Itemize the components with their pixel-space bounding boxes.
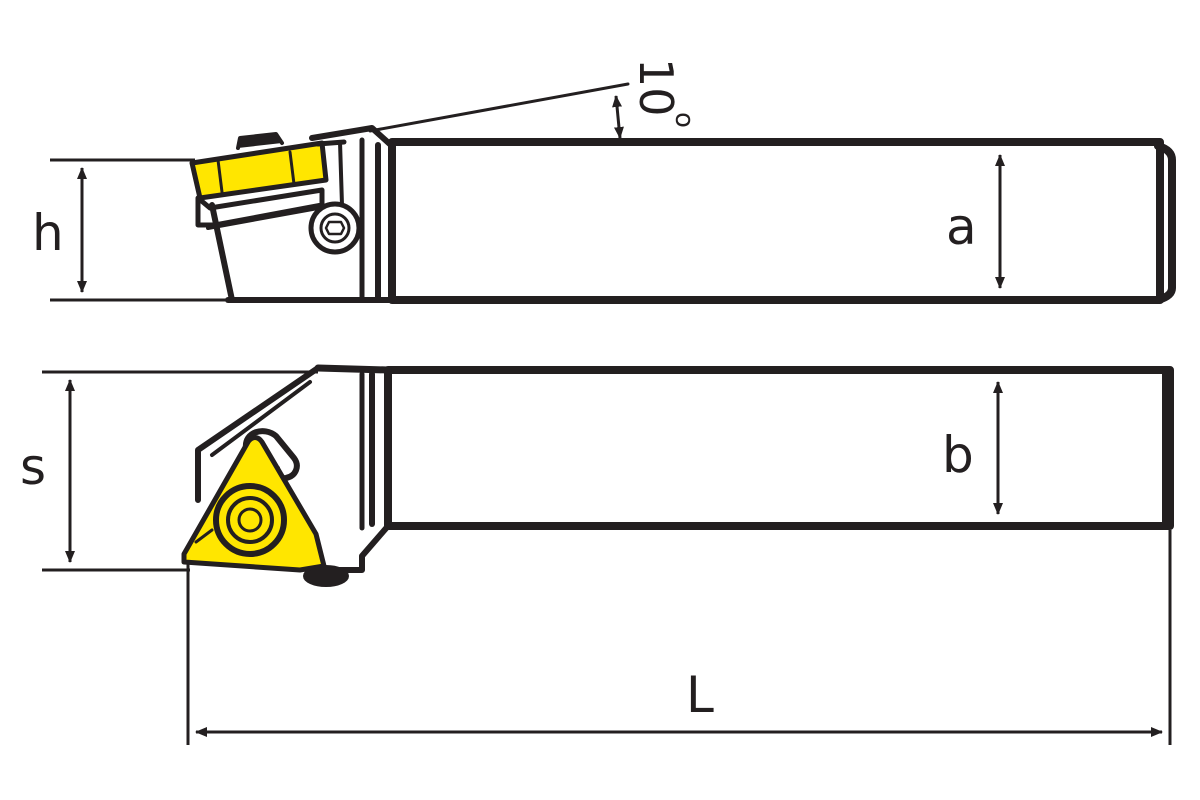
label-b: b bbox=[942, 426, 974, 484]
side-shank bbox=[375, 138, 1176, 304]
dimensions bbox=[42, 95, 1172, 745]
label-a: a bbox=[946, 198, 977, 256]
angle-reference-line bbox=[368, 82, 630, 133]
threading-insert-icon bbox=[181, 435, 327, 573]
dim-L bbox=[186, 530, 1172, 745]
dim-angle bbox=[612, 95, 624, 139]
label-degree: o bbox=[669, 112, 699, 128]
top-view bbox=[181, 364, 1174, 587]
dim-h bbox=[50, 158, 228, 302]
side-head bbox=[209, 125, 395, 303]
label-h: h bbox=[32, 204, 64, 262]
top-shank bbox=[359, 366, 1174, 531]
clamp-icon bbox=[189, 132, 347, 207]
label-angle: 10 bbox=[629, 58, 683, 117]
dim-s bbox=[42, 370, 318, 572]
bottom-screw-icon bbox=[303, 565, 349, 587]
side-view bbox=[189, 82, 1176, 304]
screw-icon bbox=[308, 201, 362, 255]
label-L: L bbox=[686, 666, 714, 724]
label-s: s bbox=[20, 438, 46, 496]
